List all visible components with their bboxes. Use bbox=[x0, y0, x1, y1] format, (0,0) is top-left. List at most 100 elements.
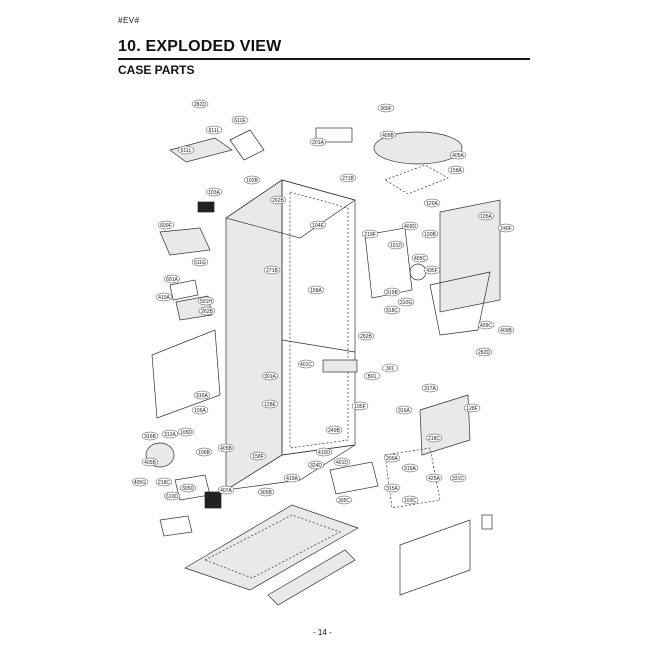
callout-bubble bbox=[477, 211, 495, 221]
callout-bubble bbox=[155, 477, 173, 487]
part-callout: 209A bbox=[383, 453, 401, 463]
part-callout: 105A bbox=[477, 211, 495, 221]
callout-label: 262B bbox=[272, 198, 284, 204]
part-callout: 501H bbox=[197, 296, 215, 306]
part-callout: 101D bbox=[387, 240, 405, 250]
part-callout: 305B bbox=[257, 487, 275, 497]
callout-bubble bbox=[131, 477, 149, 487]
callout-bubble bbox=[449, 150, 467, 160]
part-callout: 611L bbox=[177, 145, 195, 155]
callout-label: 317A bbox=[424, 386, 436, 392]
callout-label: 249B bbox=[328, 428, 340, 434]
part-callout: 282B bbox=[357, 331, 375, 341]
fan-motor-part bbox=[409, 263, 427, 281]
part-callout: 262B bbox=[198, 306, 216, 316]
callout-label: 158A bbox=[450, 168, 462, 174]
callout-bubble bbox=[335, 495, 353, 505]
part-callout: 315A bbox=[383, 483, 401, 493]
title-rule bbox=[118, 58, 530, 60]
callout-bubble bbox=[381, 363, 399, 373]
part-callout: 316A bbox=[193, 390, 211, 400]
callout-bubble bbox=[379, 130, 397, 140]
part-callout: 419A bbox=[283, 473, 301, 483]
callout-bubble bbox=[425, 473, 443, 483]
callout-label: 262B bbox=[201, 309, 213, 315]
part-callout: 601A bbox=[163, 274, 181, 284]
callout-label: 104E bbox=[312, 223, 324, 229]
part-callout: 105D bbox=[177, 427, 195, 437]
callout-label: 106A bbox=[194, 408, 206, 414]
callout-label: 409D bbox=[404, 224, 416, 230]
part-callout: 120B bbox=[421, 229, 439, 239]
callout-bubble bbox=[425, 433, 443, 443]
callout-bubble bbox=[397, 297, 415, 307]
callout-label: 435F bbox=[426, 268, 437, 274]
base-tray-inner bbox=[204, 514, 341, 579]
callout-bubble bbox=[307, 285, 325, 295]
callout-bubble bbox=[383, 305, 401, 315]
part-callout: 409D bbox=[401, 221, 419, 231]
part-callout: 310G bbox=[397, 297, 415, 307]
part-callout: 316A bbox=[395, 405, 413, 415]
switch-part bbox=[197, 201, 215, 213]
callout-label: 282D bbox=[194, 102, 206, 108]
callout-label: 405A bbox=[452, 153, 464, 159]
part-callout: 611G bbox=[191, 257, 209, 267]
part-callout: B01 bbox=[363, 371, 381, 381]
callout-bubble bbox=[195, 447, 213, 457]
fan-grille-part bbox=[384, 164, 449, 195]
callout-label: 105F bbox=[354, 404, 365, 410]
part-callout: 405A bbox=[449, 150, 467, 160]
callout-bubble bbox=[177, 145, 195, 155]
cabinet-inner-liner bbox=[289, 191, 349, 449]
callout-label: 158F bbox=[252, 454, 263, 460]
callout-label: 310G bbox=[400, 300, 412, 306]
part-callout: 105F bbox=[351, 401, 369, 411]
callout-bubble bbox=[297, 359, 315, 369]
callout-bubble bbox=[315, 447, 333, 457]
part-callout: 128F bbox=[463, 403, 481, 413]
lower-cover-bar bbox=[267, 549, 356, 606]
callout-bubble bbox=[357, 331, 375, 341]
callout-bubble bbox=[177, 427, 195, 437]
callout-label: 218C bbox=[428, 436, 440, 442]
callout-label: 158A bbox=[310, 288, 322, 294]
callout-label: 101D bbox=[390, 243, 402, 249]
callout-label: 105D bbox=[180, 430, 192, 436]
callout-bubble bbox=[263, 265, 281, 275]
callout-label: 419A bbox=[286, 476, 298, 482]
part-callout: 409B bbox=[379, 130, 397, 140]
part-callout: 158A bbox=[307, 285, 325, 295]
back-cover-panel bbox=[151, 329, 221, 419]
callout-bubble bbox=[339, 173, 357, 183]
callout-bubble bbox=[383, 483, 401, 493]
part-callout: 611L bbox=[205, 125, 223, 135]
callout-label: 611G bbox=[194, 260, 206, 266]
callout-bubble bbox=[257, 487, 275, 497]
part-callout: 301 bbox=[381, 363, 399, 373]
callout-label: 201A bbox=[312, 140, 324, 146]
part-callout: 201A bbox=[309, 137, 327, 147]
part-callout: 410A bbox=[155, 292, 173, 302]
part-callout: 409C bbox=[477, 320, 495, 330]
part-callout: 425A bbox=[425, 473, 443, 483]
callout-label: 316A bbox=[196, 393, 208, 399]
callout-bubble bbox=[309, 137, 327, 147]
callout-bubble bbox=[475, 347, 493, 357]
callout-bubble bbox=[193, 390, 211, 400]
part-callout: 317A bbox=[421, 383, 439, 393]
part-callout: 106B bbox=[195, 447, 213, 457]
part-callout: 106A bbox=[191, 405, 209, 415]
callout-label: 312A bbox=[164, 432, 176, 438]
callout-bubble bbox=[401, 495, 419, 505]
callout-label: 316B bbox=[144, 434, 156, 440]
page-title: 10. EXPLODED VIEW bbox=[118, 38, 282, 55]
fan-cover-part bbox=[373, 131, 463, 165]
evaporator-cover-panel bbox=[439, 199, 501, 313]
callout-label: 103A bbox=[208, 190, 220, 196]
callout-label: 405C bbox=[414, 256, 426, 262]
part-callout: 405C bbox=[411, 253, 429, 263]
part-callout: 158F bbox=[249, 451, 267, 461]
callout-label: 610D bbox=[166, 494, 178, 500]
callout-bubble bbox=[179, 483, 197, 493]
